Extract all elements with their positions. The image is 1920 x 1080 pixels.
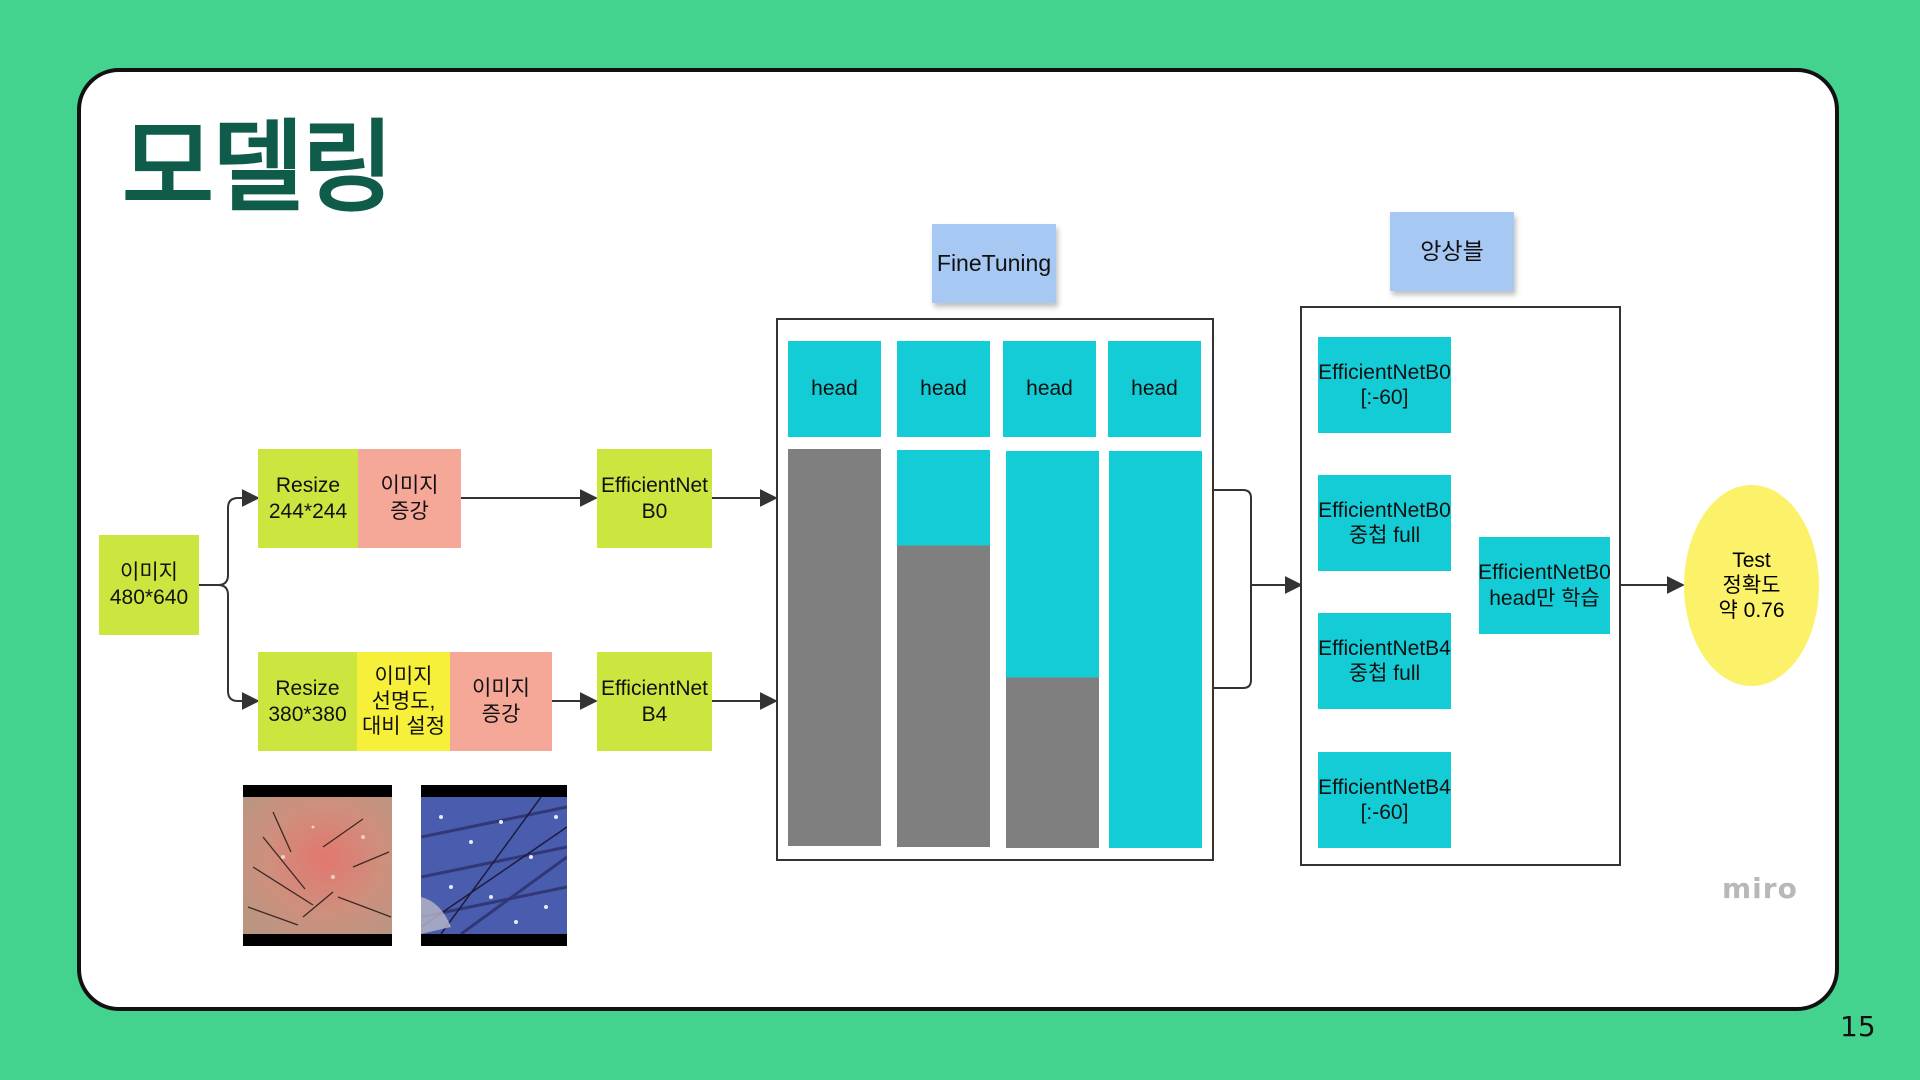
scalp-image-1 [243, 785, 392, 946]
efficientnet-b0-box: EfficientNet B0 [597, 449, 712, 548]
slide-title: 모델링 [122, 109, 394, 226]
arrow-input-to-b0 [199, 489, 260, 586]
augment-b0-box: 이미지 증강 [358, 449, 461, 548]
arrow-finetuning-to-ensemble [1203, 489, 1301, 689]
layer-bar-4 [1109, 451, 1202, 848]
ensemble-model-3: EfficientNetB4 중첩 full [1318, 613, 1451, 709]
resize-380-box: Resize 380*380 [258, 652, 357, 751]
resize-244-box: Resize 244*244 [258, 449, 358, 548]
head-box-3: head [1003, 341, 1096, 437]
finetuning-note: FineTuning [932, 224, 1056, 303]
head-box-4: head [1108, 341, 1201, 437]
input-image-box: 이미지 480*640 [99, 535, 199, 635]
layer-bar-1 [788, 449, 881, 846]
test-accuracy-oval: Test 정확도 약 0.76 [1684, 485, 1819, 686]
page-number: 15 [1840, 1010, 1876, 1043]
ensemble-model-1: EfficientNetB0 [:-60] [1318, 337, 1451, 433]
arrow-input-to-b4 [199, 584, 260, 710]
sharpness-contrast-box: 이미지 선명도, 대비 설정 [357, 652, 450, 751]
head-box-2: head [897, 341, 990, 437]
miro-watermark: miro [1722, 872, 1798, 905]
ensemble-model-2: EfficientNetB0 중첩 full [1318, 475, 1451, 571]
ensemble-combiner-box: EfficientNetB0 head만 학습 [1478, 537, 1611, 634]
scalp-image-2 [421, 785, 567, 946]
layer-bar-3 [1006, 451, 1099, 848]
ensemble-note: 앙상블 [1390, 212, 1514, 291]
layer-bar-2 [897, 450, 990, 847]
head-box-1: head [788, 341, 881, 437]
augment-b4-box: 이미지 증강 [450, 652, 552, 751]
efficientnet-b4-box: EfficientNet B4 [597, 652, 712, 751]
ensemble-model-4: EfficientNetB4 [:-60] [1318, 752, 1451, 848]
